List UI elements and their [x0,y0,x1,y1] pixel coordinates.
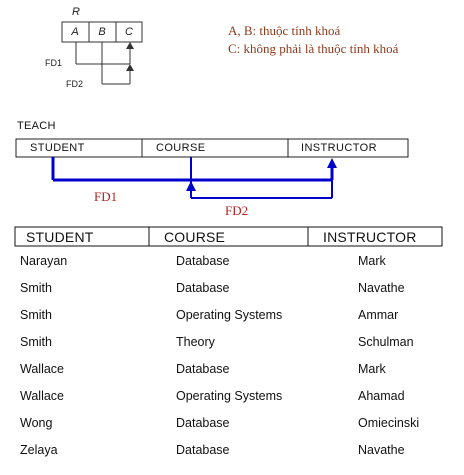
cell-instructor: Ahamad [358,389,405,403]
relation-label: R [72,6,80,18]
cell-instructor: Schulman [358,335,414,349]
cell-student: Wallace [20,389,64,403]
cell-instructor: Mark [358,362,386,376]
cell-instructor: Mark [358,254,386,268]
cell-student: Smith [20,335,52,349]
cell-course: Operating Systems [176,389,283,403]
teach-fd2-arrow [186,157,333,199]
cell-course: Database [176,416,230,430]
cell-course: Database [176,281,230,295]
schema-fd2-arrow [101,64,134,85]
schema-fd1-label: FD1 [45,58,63,68]
teach-fd2-label: FD2 [225,203,249,218]
note-key-attributes: A, B: thuộc tính khoá [228,23,341,38]
schema-fd1-arrow [75,42,134,65]
teach-title: TEACH [17,120,56,132]
cell-student: Zelaya [20,443,58,457]
cell-instructor: Navathe [358,443,405,457]
cell-student: Wallace [20,362,64,376]
cell-course: Database [176,254,230,268]
cell-course: Operating Systems [176,308,283,322]
teach-col-student: STUDENT [30,142,85,154]
attribute-b: B [98,26,106,38]
attribute-a: A [71,26,79,38]
cell-student: Smith [20,308,52,322]
teach-box [15,138,409,158]
cell-course: Database [176,443,230,457]
teach-fd1-arrow [51,157,337,182]
cell-student: Narayan [20,254,68,268]
cell-course: Theory [176,335,215,349]
cell-instructor: Ammar [358,308,399,322]
cell-instructor: Navathe [358,281,405,295]
cell-student: Smith [20,281,52,295]
cell-instructor: Omiecinski [358,416,420,430]
cell-course: Database [176,362,230,376]
note-non-key-attribute: C: không phải là thuộc tính khoá [228,41,399,56]
table-header-box [14,226,443,247]
table-header-course: COURSE [164,229,226,245]
attribute-c: C [125,26,133,38]
cell-student: Wong [20,416,53,430]
teach-fd1-label: FD1 [94,189,118,204]
table-header-student: STUDENT [26,229,94,245]
teach-col-instructor: INSTRUCTOR [301,142,377,154]
schema-fd2-label: FD2 [66,79,84,89]
table-header-instructor: INSTRUCTOR [323,229,417,245]
teach-col-course: COURSE [156,142,206,154]
